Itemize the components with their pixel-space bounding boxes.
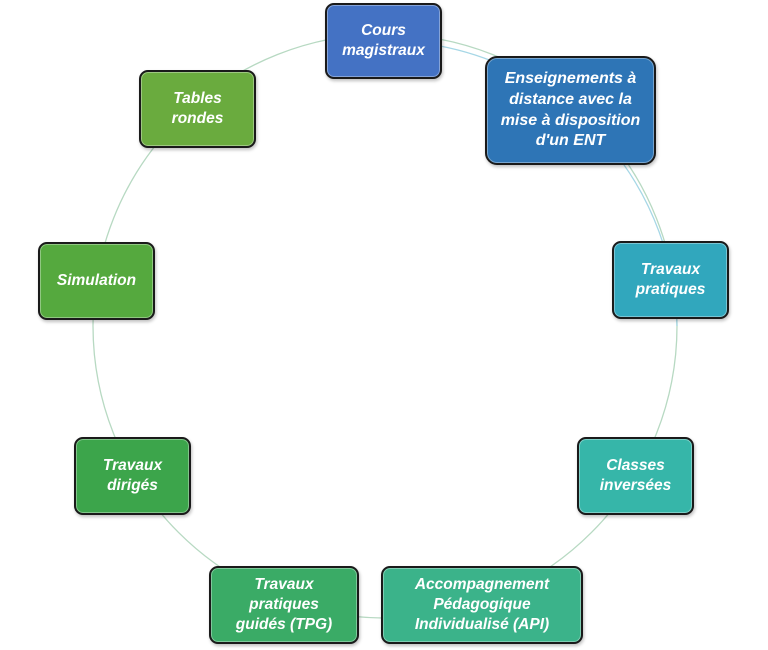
node-cours-magistraux: Cours magistraux	[325, 3, 442, 79]
node-travaux-pratiques: Travaux pratiques	[612, 241, 729, 319]
node-label: Simulation	[56, 271, 137, 289]
node-enseignements-distance: Enseignements à distance avec la mise à …	[485, 56, 656, 165]
node-label: Classes inversées	[599, 456, 672, 494]
node-travaux-diriges: Travaux dirigés	[74, 437, 191, 515]
node-classes-inversees: Classes inversées	[577, 437, 694, 515]
node-label: Travaux pratiques guidés (TPG)	[235, 575, 333, 634]
node-label: Travaux dirigés	[102, 456, 163, 494]
node-label: Enseignements à distance avec la mise à …	[500, 69, 641, 150]
node-travaux-pratiques-guides: Travaux pratiques guidés (TPG)	[209, 566, 359, 644]
node-accompagnement-api: Accompagnement Pédagogique Individualisé…	[381, 566, 583, 644]
node-simulation: Simulation	[38, 242, 155, 320]
node-label: Travaux pratiques	[635, 260, 706, 298]
node-tables-rondes: Tables rondes	[139, 70, 256, 148]
node-label: Accompagnement Pédagogique Individualisé…	[414, 575, 550, 634]
node-label: Cours magistraux	[342, 21, 425, 59]
node-label: Tables rondes	[171, 89, 224, 127]
